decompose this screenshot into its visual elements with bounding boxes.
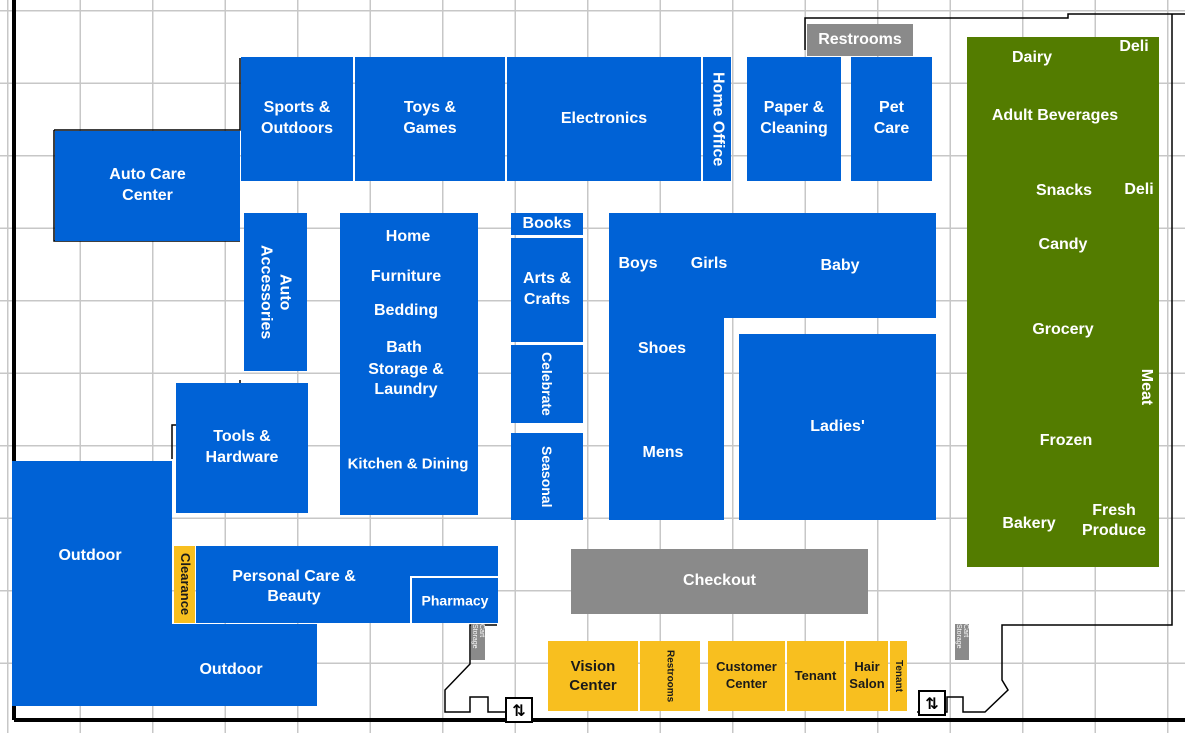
dept-personal-care-beauty-label[interactable]: Personal Care & Beauty (232, 568, 356, 605)
dept-apparel-left (609, 318, 724, 520)
dept-adult-beverages-label[interactable]: Adult Beverages (991, 107, 1119, 124)
dept-tools-hardware-label: Tools & Hardware (205, 428, 279, 466)
svc-tenant-2[interactable]: Tenant (890, 641, 907, 711)
entrance-arrows-icon[interactable]: ⇅ (918, 690, 946, 716)
dept-paper-cleaning[interactable]: Paper & Cleaning (747, 57, 841, 181)
dept-grocery-block (967, 37, 1159, 567)
svc-vision-center-label: Vision Center (569, 657, 617, 695)
checkout-label: Checkout (683, 572, 756, 590)
dept-ladies-label: Ladies' (810, 417, 865, 435)
dept-kitchen-dining-label[interactable]: Kitchen & Dining (347, 455, 469, 473)
dept-arts-crafts-label: Arts & Crafts (522, 270, 571, 308)
cart-storage-west: Cart Storage (471, 624, 485, 660)
dept-sports-outdoors-label: Sports & Outdoors (261, 99, 333, 137)
svc-vision-center[interactable]: Vision Center (548, 641, 638, 711)
dept-pet-care-label: Pet Care (873, 99, 910, 137)
entrance-east-symbol: ⇅ (925, 693, 939, 713)
dept-shoes-label[interactable]: Shoes (637, 340, 687, 357)
dept-frozen-label[interactable]: Frozen (1039, 432, 1093, 449)
dept-toys-games[interactable]: Toys & Games (355, 57, 505, 181)
svc-tenant-1-label: Tenant (794, 667, 837, 683)
dept-tools-hardware[interactable]: Tools & Hardware (176, 383, 308, 513)
dept-dairy-label[interactable]: Dairy (1011, 49, 1053, 66)
checkout-area[interactable]: Checkout (571, 549, 868, 614)
dept-pet-care[interactable]: Pet Care (851, 57, 932, 181)
dept-electronics-label: Electronics (560, 109, 648, 127)
entrance-west-symbol: ⇅ (512, 700, 526, 720)
dept-grocery-label[interactable]: Grocery (1032, 321, 1094, 338)
dept-books-label: Books (522, 214, 572, 232)
dept-girls-label[interactable]: Girls (690, 255, 728, 272)
dept-auto-accessories-label: Auto Accessories (257, 244, 294, 340)
svc-hair-salon-label: Hair Salon (849, 659, 885, 691)
dept-boys-label[interactable]: Boys (618, 255, 658, 272)
dept-paper-cleaning-label: Paper & Cleaning (760, 99, 828, 137)
dept-bedding-label[interactable]: Bedding (374, 302, 438, 319)
dept-clearance-label: Clearance (177, 553, 193, 616)
dept-celebrate[interactable]: Celebrate (511, 345, 583, 423)
dept-snacks-label[interactable]: Snacks (1035, 182, 1093, 199)
dept-outdoor-upper-label[interactable]: Outdoor (58, 547, 122, 564)
svc-customer-center-label: Customer Center (716, 659, 777, 691)
dept-arts-crafts[interactable]: Arts & Crafts (511, 238, 583, 342)
dept-pharmacy-label[interactable]: Pharmacy (421, 592, 489, 609)
svc-restrooms-front[interactable]: Restrooms (640, 641, 700, 711)
dept-deli-top-label[interactable]: Deli (1119, 38, 1149, 55)
dept-bath-label[interactable]: Bath (386, 339, 422, 356)
dept-apparel-top (609, 213, 936, 318)
dept-deli-mid-label[interactable]: Deli (1124, 181, 1154, 198)
dept-home-office[interactable]: Home Office (703, 57, 731, 181)
cart-storage-east: Cart Storage (955, 624, 969, 660)
dept-celebrate-label: Celebrate (539, 352, 556, 416)
dept-sports-outdoors[interactable]: Sports & Outdoors (241, 57, 353, 181)
svc-tenant-2-label: Tenant (893, 659, 904, 693)
dept-meat-label[interactable]: Meat (1138, 368, 1155, 406)
dept-outdoor-left (12, 461, 172, 706)
pharmacy-left-divider (410, 576, 412, 623)
svc-restrooms-front-label: Restrooms (664, 649, 676, 703)
dept-auto-care-center[interactable]: Auto Care Center (55, 131, 240, 241)
dept-candy-label[interactable]: Candy (1038, 236, 1088, 253)
restrooms-back[interactable]: Restrooms (807, 24, 913, 56)
dept-seasonal[interactable]: Seasonal (511, 433, 583, 520)
svc-customer-center[interactable]: Customer Center (708, 641, 785, 711)
dept-books[interactable]: Books (511, 213, 583, 235)
dept-clearance[interactable]: Clearance (174, 546, 195, 623)
pharmacy-top-divider (410, 576, 498, 578)
dept-ladies[interactable]: Ladies' (739, 334, 936, 520)
dept-seasonal-label: Seasonal (539, 445, 556, 508)
cart-storage-west-label: Cart Storage (471, 624, 485, 649)
dept-home-office-label: Home Office (709, 71, 727, 167)
dept-furniture-label[interactable]: Furniture (370, 268, 442, 285)
dept-electronics[interactable]: Electronics (507, 57, 701, 181)
svc-hair-salon[interactable]: Hair Salon (846, 641, 888, 711)
svc-tenant-1[interactable]: Tenant (787, 641, 844, 711)
dept-auto-accessories[interactable]: Auto Accessories (244, 213, 307, 371)
entrance-arrows-icon[interactable]: ⇅ (505, 697, 533, 723)
dept-outdoor-bottom (172, 624, 317, 706)
dept-home-block (340, 213, 478, 515)
dept-bakery-label[interactable]: Bakery (1002, 515, 1056, 532)
dept-personal-care-beauty (196, 546, 498, 623)
dept-storage-laundry-label[interactable]: Storage & Laundry (368, 361, 444, 398)
dept-mens-label[interactable]: Mens (642, 444, 684, 461)
dept-auto-care-center-label: Auto Care Center (109, 166, 186, 204)
dept-home-label[interactable]: Home (385, 228, 431, 245)
dept-toys-games-label: Toys & Games (403, 99, 457, 137)
dept-outdoor-lower-label[interactable]: Outdoor (199, 661, 263, 678)
cart-storage-east-label: Cart Storage (955, 624, 969, 649)
restrooms-back-label: Restrooms (818, 30, 902, 48)
dept-fresh-produce-label[interactable]: Fresh Produce (1081, 502, 1147, 539)
dept-baby-label[interactable]: Baby (820, 257, 860, 274)
